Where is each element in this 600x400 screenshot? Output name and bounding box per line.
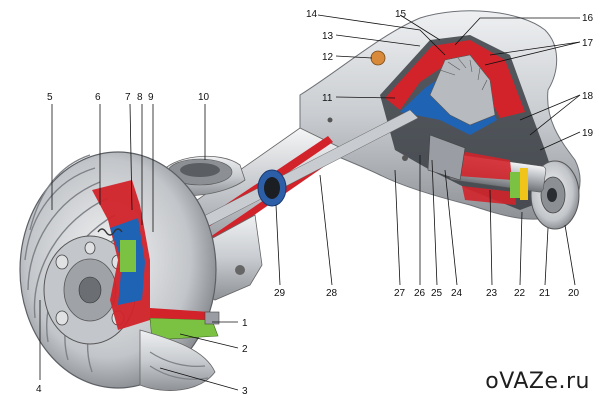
callout-21: 21	[539, 288, 551, 299]
callout-27: 27	[394, 288, 406, 299]
callout-8: 8	[137, 92, 143, 103]
callout-15: 15	[395, 9, 407, 20]
callout-lead-lines	[39, 14, 581, 391]
callout-numbers: 1 2 3 4 5 6 7 8 9 10 11 12 13 14 15 16 1…	[36, 9, 594, 397]
callout-10: 10	[198, 92, 210, 103]
callout-9: 9	[148, 92, 154, 103]
callout-25: 25	[431, 288, 443, 299]
callout-16: 16	[582, 13, 594, 24]
callout-1: 1	[242, 318, 248, 329]
callout-29: 29	[274, 288, 286, 299]
differential-housing	[299, 10, 581, 230]
callout-5: 5	[47, 92, 53, 103]
site-watermark: oVAZe.ru	[485, 369, 590, 394]
callout-11: 11	[322, 93, 333, 104]
callout-6: 6	[95, 92, 101, 103]
callout-19: 19	[582, 128, 594, 139]
callout-17: 17	[582, 38, 594, 49]
callout-7: 7	[125, 92, 131, 103]
callout-28: 28	[326, 288, 338, 299]
brake-drum-assembly	[19, 151, 220, 391]
callout-22: 22	[514, 288, 526, 299]
callout-3: 3	[242, 386, 248, 397]
callout-12: 12	[322, 52, 334, 63]
callout-24: 24	[451, 288, 463, 299]
callout-23: 23	[486, 288, 498, 299]
callout-14: 14	[306, 9, 318, 20]
callout-13: 13	[322, 31, 334, 42]
callout-20: 20	[568, 288, 580, 299]
callout-4: 4	[36, 384, 42, 395]
callout-2: 2	[242, 344, 248, 355]
callout-18: 18	[582, 91, 594, 102]
callout-26: 26	[414, 288, 426, 299]
